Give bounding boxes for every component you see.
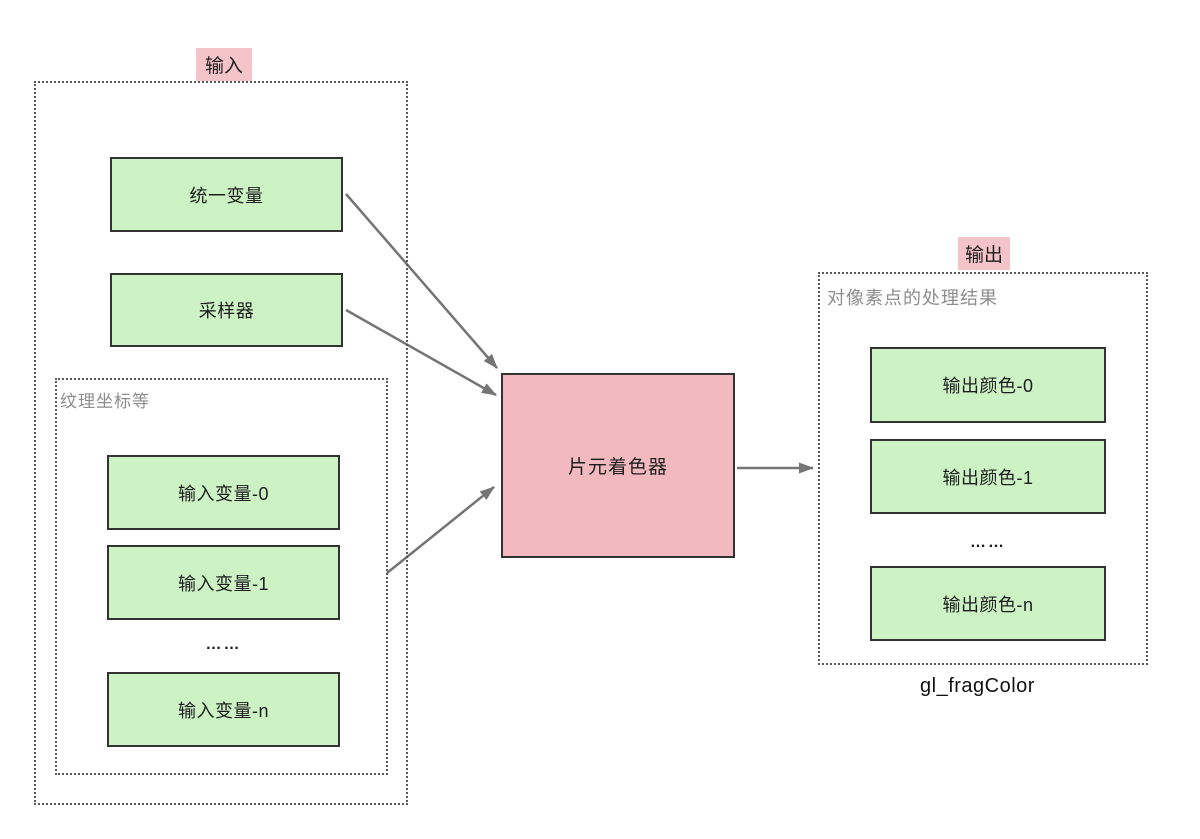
varying-group-box: 纹理坐标等 (55, 378, 388, 775)
uniform-box: 统一变量 (110, 157, 343, 232)
output-color-0-box: 输出颜色-0 (870, 347, 1106, 423)
output-group-caption: 对像素点的处理结果 (827, 288, 998, 308)
output-group-box: 对像素点的处理结果 (818, 272, 1148, 665)
sampler-box: 采样器 (110, 273, 343, 347)
output-ellipsis: …… (970, 534, 1006, 551)
input-var-0-box: 输入变量-0 (107, 455, 340, 530)
gl-fragcolor-caption: gl_fragColor (920, 675, 1035, 697)
fragment-shader-box: 片元着色器 (501, 373, 735, 558)
input-ellipsis: …… (205, 636, 242, 653)
input-group-box (34, 81, 408, 805)
input-label: 输入 (196, 48, 252, 81)
output-color-1-box: 输出颜色-1 (870, 439, 1106, 514)
varying-group-caption: 纹理坐标等 (60, 392, 150, 411)
input-var-n-box: 输入变量-n (107, 672, 340, 747)
output-label: 输出 (958, 237, 1010, 270)
output-color-n-box: 输出颜色-n (870, 566, 1106, 641)
input-var-1-box: 输入变量-1 (107, 545, 340, 620)
